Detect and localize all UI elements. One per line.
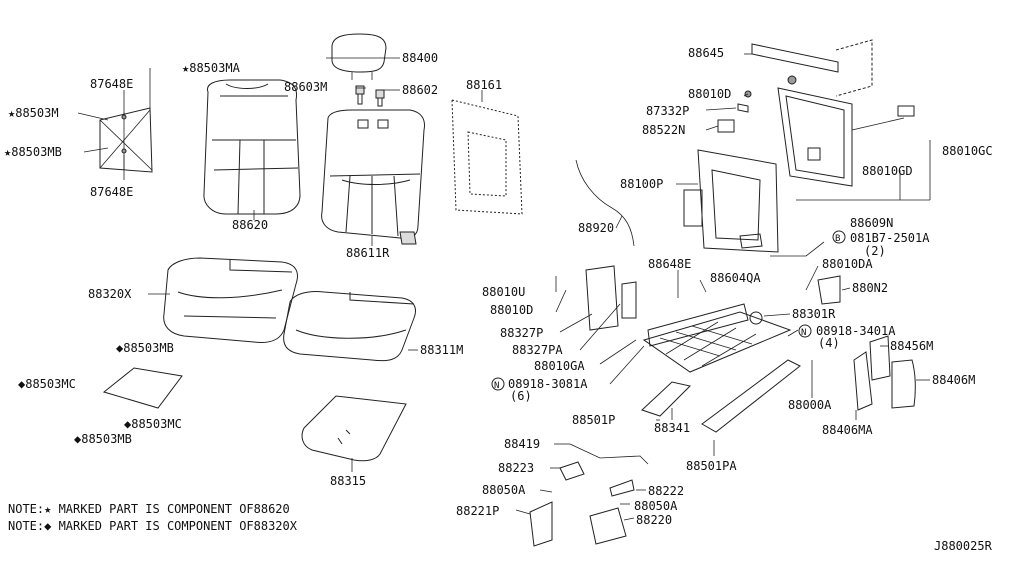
label-88301R: 88301R [792, 307, 836, 321]
leg-covers [529, 461, 635, 547]
part-labels: ★88503MA 87648E ★88503M ★88503MB 87648E … [4, 46, 993, 527]
label-88645: 88645 [688, 46, 724, 60]
label-88503MB-star: ★88503MB [4, 145, 62, 159]
label-880N2: 880N2 [852, 281, 888, 295]
label-88327P: 88327P [500, 326, 543, 340]
label-88503MB-diamond-2: ◆88503MB [74, 432, 132, 446]
lock-parts [717, 90, 752, 133]
label-88161: 88161 [466, 78, 502, 92]
leader-lines [148, 53, 930, 521]
seatback-trim-88620 [203, 79, 301, 215]
label-88010GA: 88010GA [534, 359, 585, 373]
label-88503MC-diamond-1: ◆88503MC [18, 377, 76, 391]
label-88603M: 88603M [284, 80, 327, 94]
cushion-pad-sheet [102, 367, 183, 409]
label-08918-3401A: 08918-3401A [816, 324, 896, 338]
label-88503MC-diamond-2: ◆88503MC [124, 417, 182, 431]
label-88010GC: 88010GC [942, 144, 993, 158]
back-frame-88100P [683, 149, 779, 253]
label-88501P: 88501P [572, 413, 615, 427]
label-88010DA: 88010DA [822, 257, 873, 271]
label-88602: 88602 [402, 83, 438, 97]
label-88010D-mid: 88010D [490, 303, 533, 317]
back-board-88161 [451, 99, 523, 215]
label-88050A-left: 88050A [482, 483, 526, 497]
label-88503MA: ★88503MA [182, 61, 241, 75]
label-08918-3081A-qty: (6) [510, 389, 532, 403]
label-88010GD: 88010GD [862, 164, 913, 178]
notes: NOTE:★ MARKED PART IS COMPONENT OF88620 … [8, 502, 298, 533]
bolt-symbol-icon [832, 230, 846, 244]
label-081B7-qty: (2) [864, 244, 886, 258]
label-88320X: 88320X [88, 287, 132, 301]
cushion-trim-88320X [163, 257, 298, 343]
release-cable-88920 [575, 159, 635, 247]
label-88648E: 88648E [648, 257, 691, 271]
side-shields [585, 265, 916, 411]
label-88222: 88222 [648, 484, 684, 498]
label-87648E-top: 87648E [90, 77, 133, 91]
label-88522N: 88522N [642, 123, 685, 137]
label-88341: 88341 [654, 421, 690, 435]
label-88311M: 88311M [420, 343, 463, 357]
label-88611R: 88611R [346, 246, 390, 260]
finisher-88645 [751, 39, 873, 97]
label-88010U: 88010U [482, 285, 525, 299]
label-081B7-2501A: 081B7-2501A [850, 231, 930, 245]
label-88050A-right: 88050A [634, 499, 678, 513]
label-88456M: 88456M [890, 339, 933, 353]
nut-symbol-icon-2 [491, 377, 505, 391]
label-88400: 88400 [402, 51, 438, 65]
diagram-id: J880025R [934, 539, 993, 553]
seat-slides [641, 359, 801, 433]
seat-frame-88301R [642, 303, 792, 373]
label-88501PA: 88501PA [686, 459, 737, 473]
label-88315: 88315 [330, 474, 366, 488]
label-88000A: 88000A [788, 398, 832, 412]
back-board-clip-assembly [77, 68, 153, 180]
label-88100P: 88100P [620, 177, 663, 191]
seatback-pad-88611R [321, 109, 425, 245]
label-88503M: ★88503M [8, 106, 59, 120]
back-frame-panel [777, 75, 931, 201]
label-87332P: 87332P [646, 104, 689, 118]
nut-symbol-letter-1: N [801, 328, 806, 338]
label-88220: 88220 [636, 513, 672, 527]
label-88920: 88920 [578, 221, 614, 235]
label-88327PA: 88327PA [512, 343, 563, 357]
bolt-symbol-letter: B [835, 234, 840, 244]
headrest-guides [355, 85, 385, 107]
label-88604QA: 88604QA [710, 271, 761, 285]
label-88010D-top: 88010D [688, 87, 731, 101]
cushion-pad-88311M [283, 291, 416, 362]
label-88620: 88620 [232, 218, 268, 232]
label-87648E-bottom: 87648E [90, 185, 133, 199]
label-88406M: 88406M [932, 373, 975, 387]
towel-bar-88419 [569, 443, 649, 465]
headrest-88400 [331, 33, 387, 80]
bracket-880N2 [817, 275, 841, 305]
label-88406MA: 88406MA [822, 423, 873, 437]
nut-symbol-letter-2: N [494, 381, 499, 391]
cushion-mat-88315 [301, 395, 407, 462]
label-08918-3081A: 08918-3081A [508, 377, 588, 391]
label-88419: 88419 [504, 437, 540, 451]
nut-symbol-icon-1 [798, 324, 812, 338]
label-08918-3401A-qty: (4) [818, 336, 840, 350]
note-star: NOTE:★ MARKED PART IS COMPONENT OF88620 [8, 502, 290, 516]
note-diamond: NOTE:◆ MARKED PART IS COMPONENT OF88320X [8, 519, 298, 533]
label-88503MB-diamond-1: ◆88503MB [116, 341, 174, 355]
label-88221P: 88221P [456, 504, 499, 518]
label-88223: 88223 [498, 461, 534, 475]
label-88609N: 88609N [850, 216, 893, 230]
